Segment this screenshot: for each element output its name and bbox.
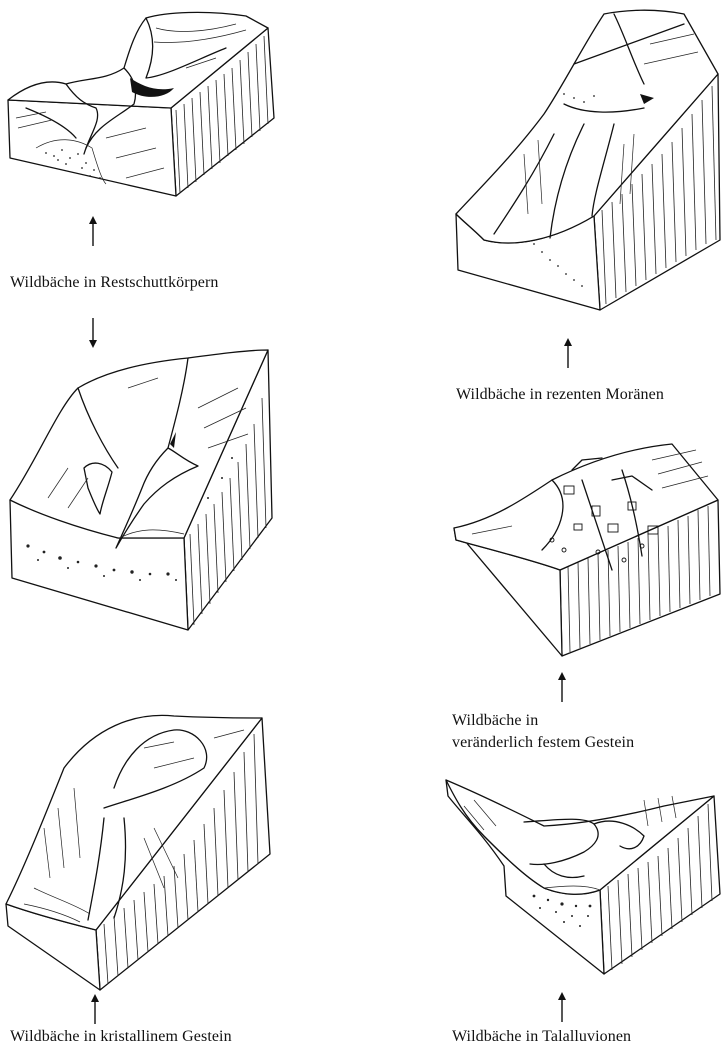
block-diagram-kristallin [4,708,274,998]
caption-talalluvionen: Wildbäche in Talalluvionen [452,1028,631,1046]
arrow-down-2 [87,318,99,348]
block-diagram-talalluvionen [444,776,724,996]
block-diagram-veraenderlich [452,440,722,660]
block-diagram-moraenen [454,4,724,314]
block-diagram-restschutt-detail [8,348,278,638]
block-diagram-restschutt [6,8,276,198]
caption-veraenderlich-line2: veränderlich festem Gestein [452,734,634,752]
caption-kristallin: Wildbäche in kristallinem Gestein [10,1028,232,1046]
caption-veraenderlich-line1: Wildbäche in [452,712,538,730]
caption-restschutt: Wildbäche in Restschuttkörpern [10,274,219,292]
arrow-up-4 [562,338,574,368]
arrow-up-6 [556,992,568,1022]
caption-moraenen: Wildbäche in rezenten Moränen [456,386,664,404]
arrow-up-5 [556,672,568,702]
arrow-up-1 [87,216,99,246]
arrow-up-3 [89,994,101,1024]
